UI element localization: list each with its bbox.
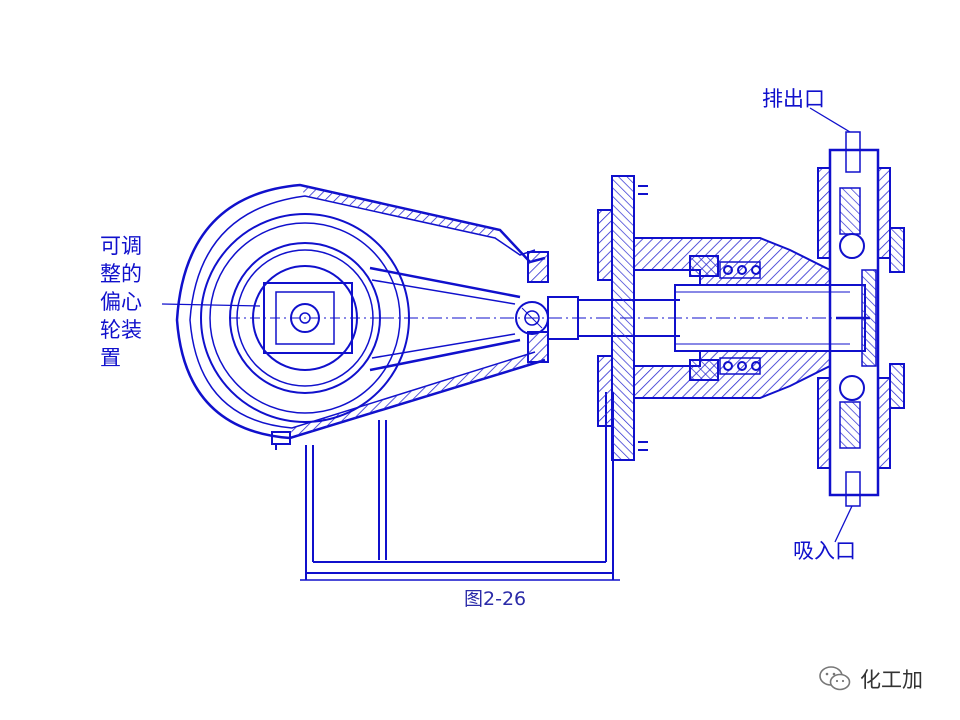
watermark: 化工加: [818, 664, 923, 694]
watermark-text: 化工加: [860, 668, 923, 692]
leader-lines: [161, 107, 853, 543]
pump-body: [633, 237, 831, 399]
crankcase-housing: [175, 183, 549, 450]
suction-port-label: 吸入口: [793, 539, 856, 563]
valve-chamber: [817, 131, 905, 507]
wechat-icon: [819, 666, 851, 691]
eccentric-wheel: [200, 213, 410, 423]
discharge-port-label: 排出口: [762, 87, 825, 111]
eccentric-device-label: 可调整的偏心轮装置: [100, 234, 142, 370]
connecting-rod: [369, 266, 549, 372]
mounting-flange: [597, 175, 648, 461]
figure-caption: 图2-26: [464, 588, 527, 610]
